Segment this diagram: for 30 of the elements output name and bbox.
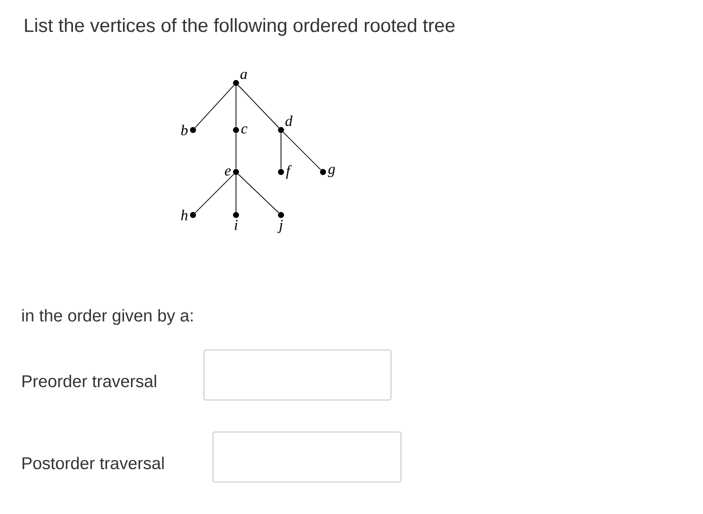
vertex: h — [181, 210, 196, 220]
tree-edge — [194, 174, 234, 214]
tree-edge — [238, 84, 280, 128]
node-label: h — [181, 210, 188, 220]
node-label: f — [286, 165, 292, 179]
vertex: e — [224, 168, 239, 176]
vertex: i — [233, 212, 239, 230]
tree-edge — [194, 84, 234, 128]
node-label: j — [277, 220, 283, 234]
vertex: c — [233, 126, 248, 134]
node-label: c — [241, 126, 248, 134]
title: List the vertices of the following ordered rooted tree — [25, 18, 455, 36]
node-label: d — [285, 115, 292, 126]
vertex: d — [278, 115, 292, 133]
prompt-text: in the order given by a: — [22, 309, 193, 325]
node-label: e — [224, 168, 231, 176]
node-label: b — [181, 124, 188, 136]
vertex: b — [181, 124, 196, 136]
node-label: g — [328, 166, 335, 178]
prompt-text: Preorder traversal — [22, 374, 156, 388]
prompt-text: Postorder traversal — [22, 456, 164, 470]
vertex: j — [277, 212, 284, 234]
vertex: a — [233, 72, 247, 86]
tree-edge — [282, 132, 322, 170]
tree-edge — [238, 174, 280, 214]
tree-edge — [280, 132, 282, 170]
vertex: f — [278, 165, 292, 179]
node-label: i — [234, 220, 238, 230]
vertex: g — [320, 166, 335, 178]
node-label: a — [240, 72, 247, 80]
